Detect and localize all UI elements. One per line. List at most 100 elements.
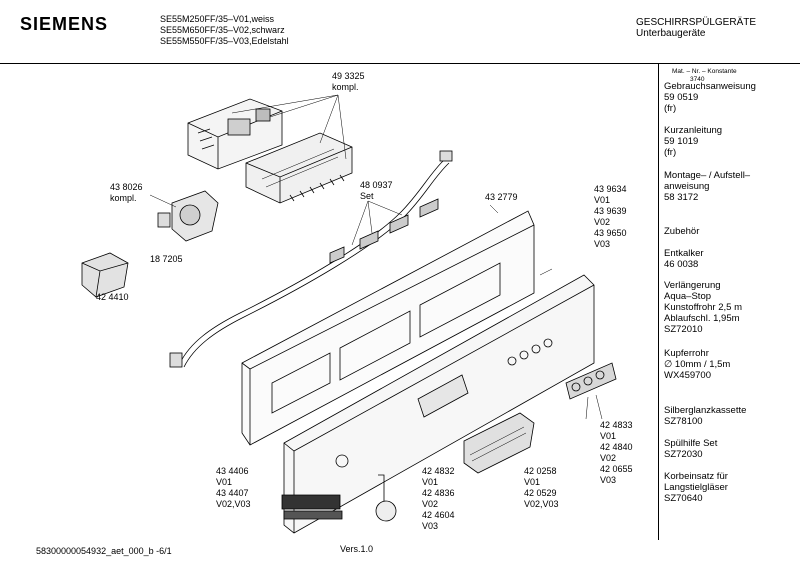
label-line: V01 [422,477,439,487]
exploded-view-diagram [81,94,617,534]
model-list: SE55M250FF/35–V01,weiss SE55M650FF/35–V0… [160,14,289,47]
label-line: V01 [524,477,541,487]
label-panel-frame: 43 2779 [485,192,518,203]
item-line: SZ78100 [664,416,703,427]
label-line: V01 [216,477,233,487]
model-line: SE55M250FF/35–V01,weiss [160,14,275,24]
item-line: SZ72030 [664,449,703,460]
document-id: 58300000054932_aet_000_b -6/1 [36,546,172,556]
label-line: Set [360,191,374,201]
label-door-switch: 42 4410 [96,292,129,303]
label-front-fascia: 43 9634 V01 43 9639 V02 43 9650 V03 [594,184,627,250]
brand-logo: SIEMENS [20,14,109,34]
item-line: Ablaufschl. 1,95m [664,313,740,324]
label-line: V03 [422,521,439,531]
label-line: 43 2779 [485,192,518,202]
item-line: (fr) [664,103,677,114]
label-line: 42 0258 [524,466,557,476]
label-control-board: 49 3325 kompl. [332,71,365,93]
category-title: GESCHIRRSPÜLGERÄTE [636,17,757,28]
label-line: V02,V03 [216,499,251,509]
item-line: Gebrauchsanweisung [664,81,756,92]
control-board [187,98,353,204]
category-block: GESCHIRRSPÜLGERÄTE Unterbaugeräte [636,17,756,39]
door-switch [81,252,129,298]
sidebar-item-quickguide: Kurzanleitung 59 1019 (fr) [664,125,722,158]
label-cable-harness: 48 0937 Set [360,180,393,202]
item-line: Kunstoffrohr 2,5 m [664,302,742,313]
label-line: V03 [594,239,611,249]
control-panel-frame [241,210,535,446]
label-line: V02 [600,453,617,463]
label-line: V01 [600,431,617,441]
item-line: Zubehör [664,226,700,237]
sidebar-item-rinse-aid: Spülhilfe Set SZ72030 [664,438,717,460]
item-line: Korbeinsatz für [664,471,728,482]
item-line: Silberglanzkassette [664,405,747,416]
sidebar-divider [658,63,659,540]
cable-harness [169,150,453,368]
sidebar-item-manual: Gebrauchsanweisung 59 0519 (fr) [664,81,756,114]
label-line: V02 [594,217,611,227]
item-line: Montage– / Aufstell– [664,170,751,181]
door-handle [463,412,535,474]
label-line: 48 0937 [360,180,393,190]
label-line: 43 9650 [594,228,627,238]
sidebar-item-silver-cassette: Silberglanzkassette SZ78100 [664,405,746,427]
label-valve-part: 18 7205 [150,254,183,265]
sidebar-item-extension: Verlängerung Aqua–Stop Kunstoffrohr 2,5 … [664,280,742,335]
label-line: 42 4410 [96,292,129,302]
model-line: SE55M650FF/35–V02,schwarz [160,25,285,35]
label-line: 43 8026 [110,182,143,192]
label-button-set: 42 4833 V01 42 4840 V02 42 0655 V03 [600,420,633,486]
item-line: Langstielgläser [664,482,728,493]
sidebar-item-installation: Montage– / Aufstell– anweisung 58 3172 [664,170,750,203]
label-line: 43 4406 [216,466,249,476]
header-rule [0,63,800,64]
label-line: V01 [594,195,611,205]
label-bottom-strip: 43 4406 V01 43 4407 V02,V03 [216,466,251,510]
item-line: 59 1019 [664,136,699,147]
bottom-strip [281,494,343,520]
label-line: V02,V03 [524,499,559,509]
sidebar-header-number: 3740 [690,76,705,83]
button-set [565,362,617,400]
label-line: V03 [600,475,617,485]
sidebar-item-glass-basket: Korbeinsatz für Langstielgläser SZ70640 [664,471,728,504]
leader-lines [149,94,603,420]
label-line: 43 4407 [216,488,249,498]
label-line: 42 0655 [600,464,633,474]
valve-assembly [157,190,219,242]
item-line: 46 0038 [664,259,699,270]
item-line: ∅ 10mm / 1,5m [664,359,731,370]
label-line: 42 4832 [422,466,455,476]
label-line: 43 9634 [594,184,627,194]
item-line: 58 3172 [664,192,699,203]
item-line: (fr) [664,147,677,158]
front-fascia [283,274,595,534]
sidebar-header-note: Mat. – Nr. – Konstante [672,68,737,75]
item-line: Spülhilfe Set [664,438,718,449]
item-line: Kupferrohr [664,348,709,359]
item-line: Entkalker [664,248,704,259]
label-line: kompl. [110,193,137,203]
label-knob: 42 4832 V01 42 4836 V02 42 4604 V03 [422,466,455,532]
item-line: anweisung [664,181,710,192]
label-line: 49 3325 [332,71,365,81]
sidebar-item-accessories: Zubehör [664,226,699,237]
sidebar-item-descaler: Entkalker 46 0038 [664,248,704,270]
item-line: SZ72010 [664,324,703,335]
knob [375,474,397,522]
item-line: SZ70640 [664,493,703,504]
item-line: Verlängerung [664,280,721,291]
label-line: 18 7205 [150,254,183,264]
label-line: kompl. [332,82,359,92]
label-door-handle: 42 0258 V01 42 0529 V02,V03 [524,466,559,510]
sidebar-item-copper-pipe: Kupferrohr ∅ 10mm / 1,5m WX459700 [664,348,730,381]
label-line: 42 0529 [524,488,557,498]
item-line: 59 0519 [664,92,699,103]
item-line: Kurzanleitung [664,125,723,136]
item-line: Aqua–Stop [664,291,712,302]
category-subtitle: Unterbaugeräte [636,28,706,39]
label-line: V02 [422,499,439,509]
